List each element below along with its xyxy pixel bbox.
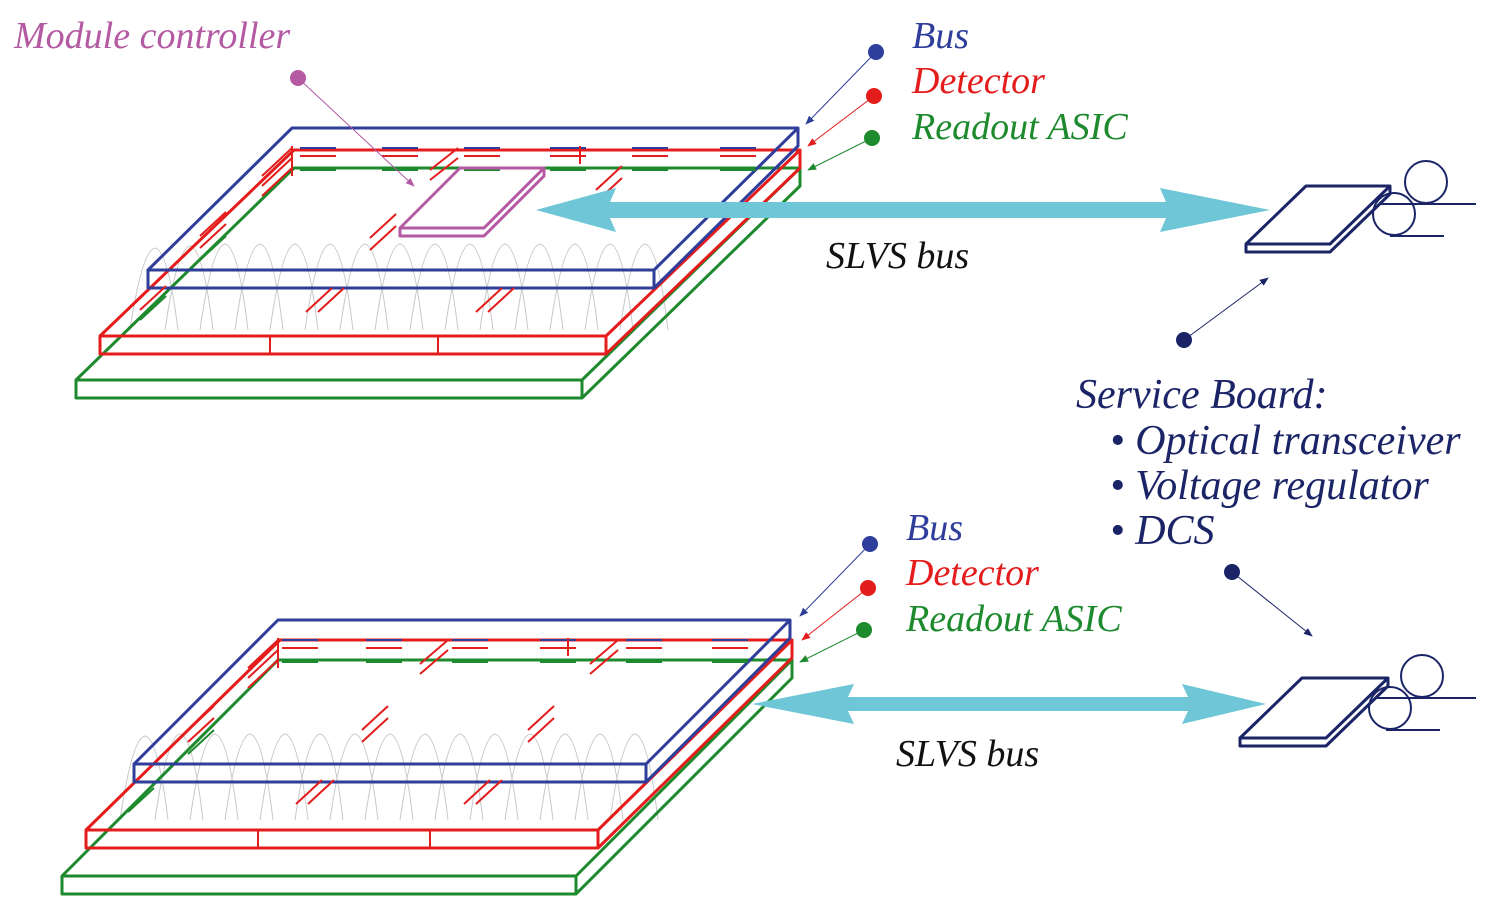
service-item-optical-transceiver: • Optical transceiver [1110, 418, 1461, 464]
service-item-voltage-regulator: • Voltage regulator [1110, 463, 1429, 509]
top-detector-board [98, 148, 802, 356]
bottom-bus-label: Bus [906, 507, 963, 549]
bottom-layer-leaders [799, 536, 878, 663]
module-controller-leader [290, 70, 415, 187]
module-controller-label: Module controller [13, 15, 290, 57]
top-bus-label: Bus [912, 15, 969, 57]
bottom-bus-board [132, 618, 792, 784]
slvs-arrow-top [536, 188, 1270, 232]
service-board-bottom [1238, 654, 1476, 748]
top-pad-marks [139, 146, 756, 321]
service-item-dcs: • DCS [1110, 508, 1215, 554]
slvs-bus-label-top: SLVS bus [826, 235, 969, 277]
bottom-readout-asic-label: Readout ASIC [905, 598, 1122, 640]
bottom-readout-asic-board [60, 658, 794, 896]
top-module-controller-chip [398, 166, 546, 238]
top-layer-leaders [805, 44, 884, 171]
top-detector-label: Detector [911, 60, 1045, 102]
bottom-module [60, 618, 794, 896]
bottom-pad-marks [127, 638, 748, 813]
top-bus-board [146, 126, 800, 290]
service-board-top [1244, 160, 1476, 254]
bottom-detector-label: Detector [905, 552, 1039, 594]
top-module [74, 126, 802, 400]
service-board-leaders [1176, 277, 1313, 637]
slvs-bus-label-bottom: SLVS bus [896, 733, 1039, 775]
bottom-detector-board [84, 638, 794, 850]
slvs-arrow-bottom [752, 684, 1266, 724]
bottom-wire-bonds [119, 733, 659, 821]
top-readout-asic-label: Readout ASIC [911, 106, 1128, 148]
service-board-title: Service Board: [1076, 372, 1328, 418]
